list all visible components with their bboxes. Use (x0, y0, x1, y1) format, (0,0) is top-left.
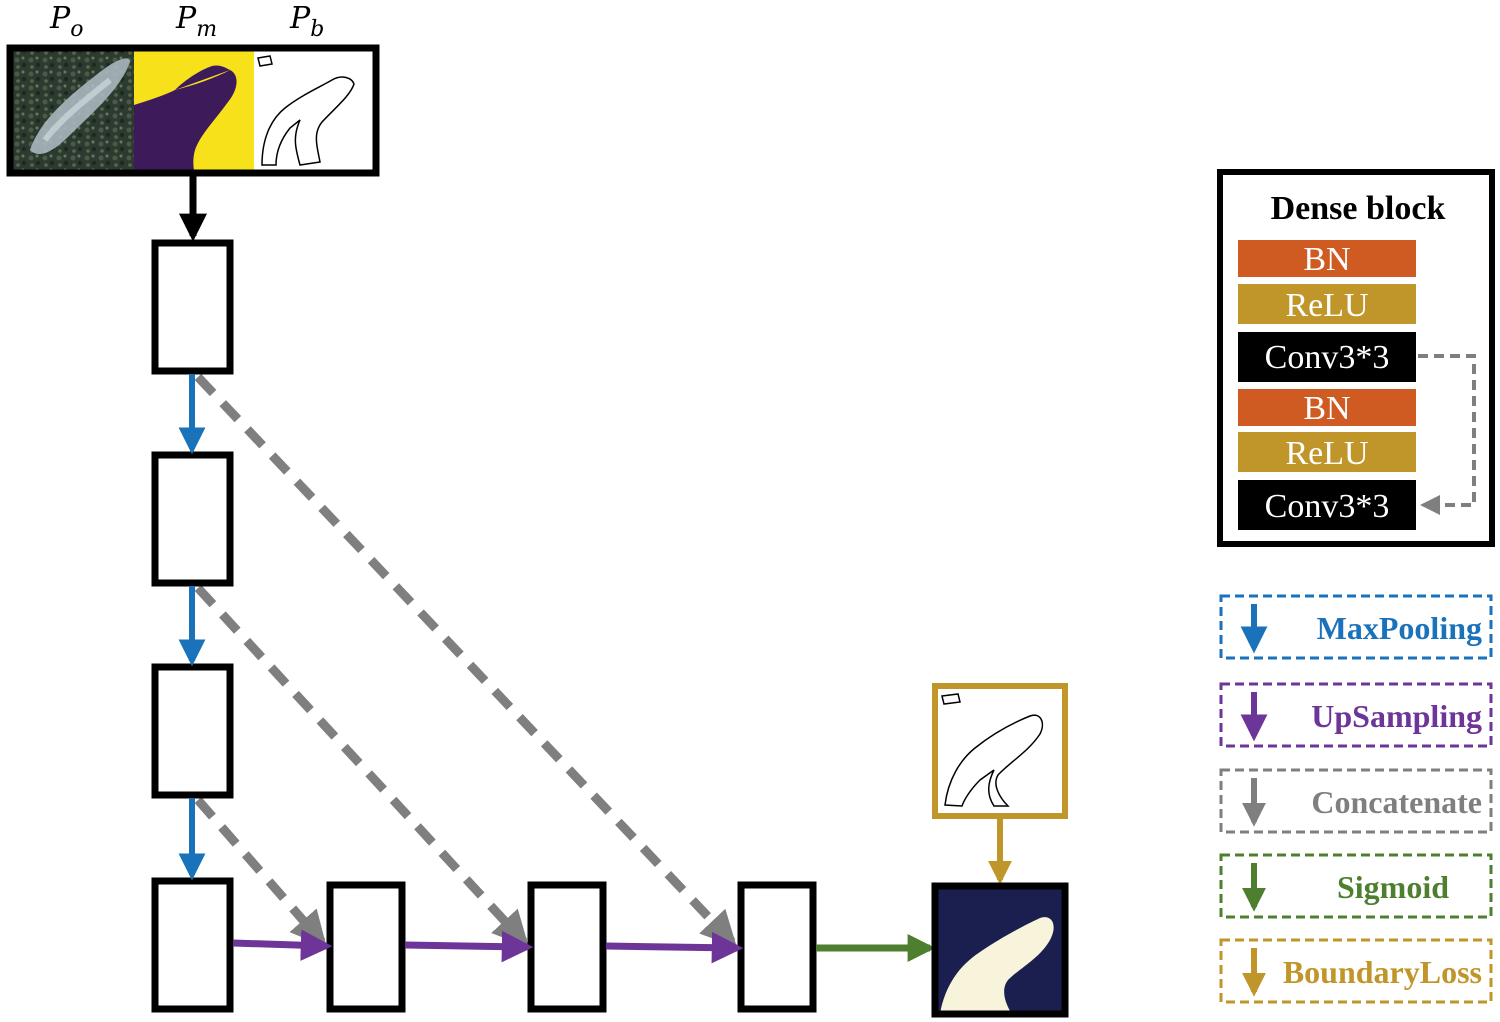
dense-layer-conv-2-label: Conv3*3 (1265, 488, 1390, 525)
dense-layer-relu-1-label: ReLU (1285, 287, 1368, 324)
encoder-block-2 (151, 451, 234, 587)
dense-layer-conv-1-label: Conv3*3 (1265, 339, 1390, 376)
concat-skip-arrow-2 (194, 584, 529, 948)
legend-boundaryloss-label: BoundaryLoss (1283, 954, 1482, 990)
legend-item-boundaryloss: BoundaryLoss (1219, 938, 1493, 1004)
legend-upsampling-label: UpSampling (1311, 698, 1482, 734)
dense-block-title: Dense block (1271, 190, 1446, 227)
dense-layer-conv-2 (1238, 480, 1416, 530)
decoder-block-1 (326, 881, 406, 1013)
legend-sigmoid-label: Sigmoid (1337, 869, 1449, 905)
legend-item-sigmoid: Sigmoid (1219, 853, 1493, 919)
input-mask-image (134, 50, 254, 170)
dense-layer-bn-1-label: BN (1303, 241, 1350, 278)
input-image-strip (6, 44, 380, 177)
dense-block-panel: Dense block BN ReLU Conv3*3 BN ReLU Conv… (1217, 169, 1495, 547)
dense-layer-relu-1 (1238, 284, 1416, 324)
input-label-mask: Pm (175, 1, 217, 42)
legend-item-maxpooling: MaxPooling (1219, 594, 1493, 660)
decoder-block-2 (527, 881, 607, 1013)
input-satellite-image (12, 50, 134, 170)
dense-layer-relu-2-label: ReLU (1285, 435, 1368, 472)
upsample-arrow-3 (605, 931, 744, 964)
output-prediction-image (931, 882, 1069, 1018)
decoder-block-3 (737, 881, 817, 1013)
dense-layer-conv-1 (1238, 332, 1416, 382)
upsample-arrow-1 (232, 929, 333, 961)
concat-skip-arrow-1 (194, 373, 737, 948)
ground-truth-boundary-image (932, 683, 1068, 819)
encoder-block-1 (151, 239, 234, 375)
bottleneck-block (151, 877, 234, 1013)
legend-maxpooling-label: MaxPooling (1317, 610, 1482, 646)
input-label-boundary: Pb (289, 1, 324, 42)
input-label-original: Po (49, 1, 83, 42)
upsample-arrow-2 (404, 930, 534, 963)
legend-concatenate-label: Concatenate (1311, 784, 1482, 820)
dense-layer-relu-2 (1238, 432, 1416, 472)
dense-layer-bn-2-label: BN (1303, 390, 1350, 427)
legend-item-concatenate: Concatenate (1219, 768, 1493, 834)
legend: MaxPooling UpSampling Concatenate Sigmoi… (1219, 594, 1493, 1004)
dense-layer-bn-2 (1238, 389, 1416, 426)
legend-item-upsampling: UpSampling (1219, 682, 1493, 748)
dense-layer-bn-1 (1238, 240, 1416, 277)
dense-skip-arrow (1418, 354, 1476, 515)
concat-skip-arrow-3 (194, 797, 327, 948)
encoder-block-3 (151, 663, 234, 799)
input-boundary-image (254, 50, 376, 170)
